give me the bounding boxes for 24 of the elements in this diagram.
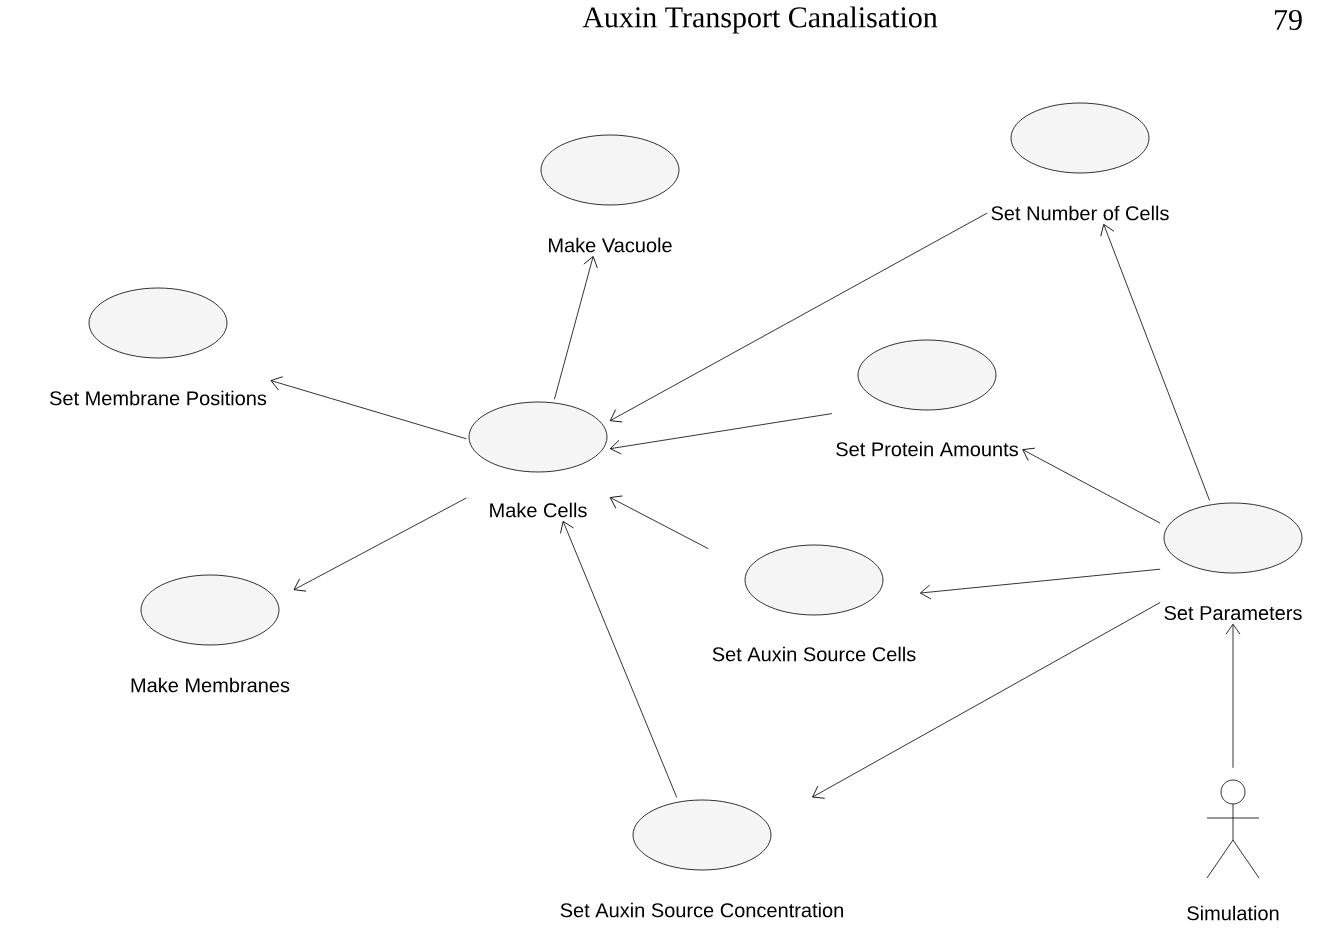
arrow bbox=[1022, 447, 1161, 524]
arrow bbox=[609, 495, 709, 550]
arrow bbox=[919, 568, 1161, 600]
arrow bbox=[560, 521, 678, 798]
arrow bbox=[609, 212, 988, 423]
node-label: Make Cells bbox=[490, 502, 587, 518]
arrow bbox=[1225, 623, 1241, 769]
arrow bbox=[270, 376, 467, 440]
node-label: Set Auxin Source Concentration bbox=[560, 902, 843, 918]
node-label: Set Membrane Positions bbox=[49, 390, 267, 406]
node-label: Set Number of Cells bbox=[991, 205, 1169, 221]
arrow bbox=[554, 256, 598, 400]
node-label: Set Protein Amounts bbox=[836, 441, 1018, 457]
page-number: 79 bbox=[1275, 9, 1302, 31]
arrow bbox=[812, 602, 1161, 799]
page-header: Auxin Transport Canalisation bbox=[582, 6, 938, 34]
node-label: Set Parameters bbox=[1164, 605, 1302, 621]
arrow bbox=[293, 497, 467, 592]
arrow bbox=[609, 413, 833, 455]
node-label: Set Auxin Source Cells bbox=[712, 646, 916, 662]
actor-figure: Simulation bbox=[1187, 779, 1279, 921]
node-label: Make Membranes bbox=[131, 677, 290, 693]
arrow bbox=[1100, 224, 1210, 501]
node-label: Make Vacuole bbox=[549, 237, 672, 253]
